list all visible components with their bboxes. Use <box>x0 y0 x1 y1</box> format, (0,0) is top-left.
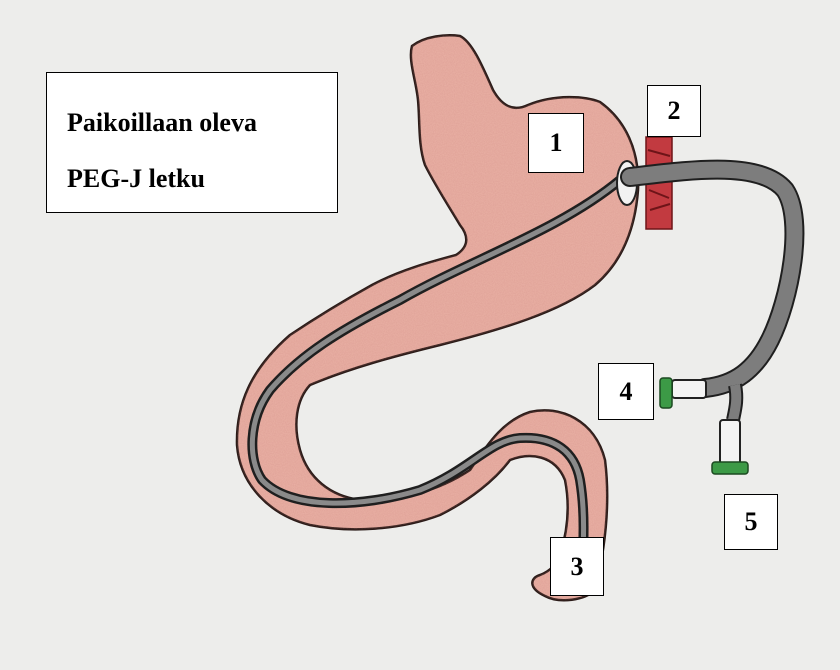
label-2: 2 <box>647 85 701 137</box>
gastric-port-cap <box>660 378 672 408</box>
gastric-port-connector <box>672 380 706 398</box>
title-box: Paikoillaan oleva PEG-J letku <box>46 72 338 213</box>
jejunal-port-connector <box>720 420 740 464</box>
label-5: 5 <box>724 494 778 550</box>
label-1: 1 <box>528 113 584 173</box>
tube-branch-fill <box>733 385 736 420</box>
jejunal-port-cap <box>712 462 748 474</box>
title-line-2: PEG-J letku <box>67 151 337 207</box>
title-line-1: Paikoillaan oleva <box>67 95 337 151</box>
label-3: 3 <box>550 537 604 596</box>
label-4: 4 <box>598 363 654 420</box>
